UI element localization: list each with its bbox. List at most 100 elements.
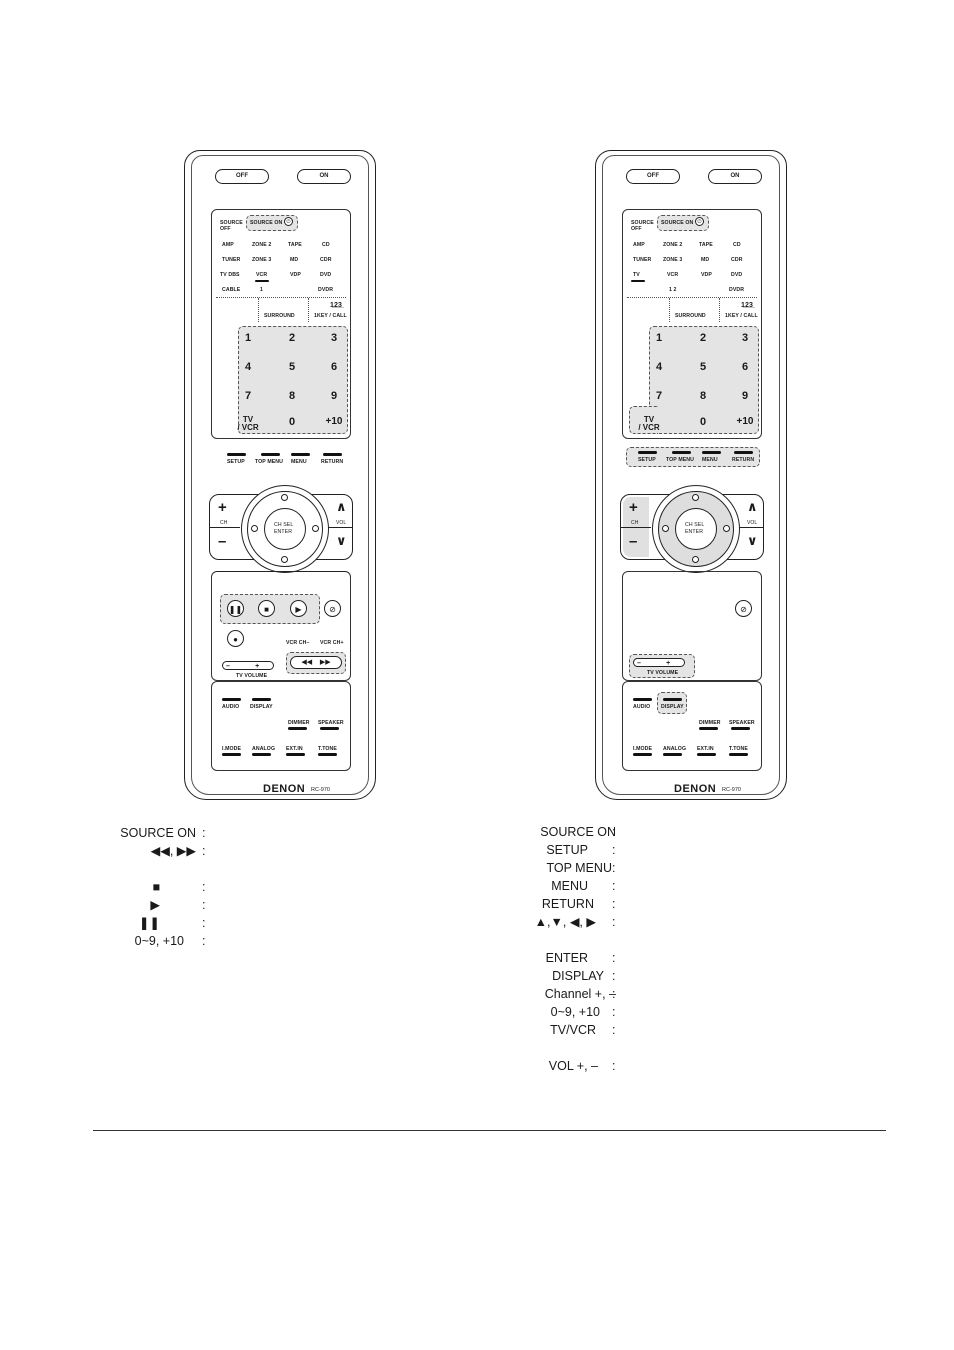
rewind-ffwd-button[interactable]: ◀◀ ▶▶ (290, 656, 342, 669)
up-arrow-dot[interactable] (281, 494, 288, 501)
digit-8-button[interactable]: 8 (699, 390, 707, 402)
digit-5-button[interactable]: 5 (288, 361, 296, 373)
volume-up-button[interactable]: ∧ (747, 499, 758, 514)
off-button[interactable]: OFF (215, 169, 269, 184)
source-amp[interactable]: AMP (633, 242, 645, 248)
onekey-call-button[interactable]: 1KEY / CALL (725, 313, 758, 319)
digit-4-button[interactable]: 4 (244, 361, 252, 373)
speaker-button[interactable]: SPEAKER (318, 720, 344, 726)
t-tone-button[interactable]: T.TONE (318, 746, 337, 752)
digit-6-button[interactable]: 6 (741, 361, 749, 373)
volume-down-button[interactable]: ∨ (336, 533, 347, 548)
source-cdr[interactable]: CDR (320, 257, 332, 263)
channel-plus-button[interactable]: + (218, 499, 227, 516)
digit-2-button[interactable]: 2 (288, 332, 296, 344)
digit-9-button[interactable]: 9 (330, 390, 338, 402)
speaker-button[interactable]: SPEAKER (729, 720, 755, 726)
source-tuner[interactable]: TUNER (222, 257, 241, 263)
analog-button[interactable]: ANALOG (252, 746, 276, 752)
source-vdp[interactable]: VDP (701, 272, 712, 278)
digit-0-button[interactable]: 0 (288, 416, 296, 428)
source-cd[interactable]: CD (733, 242, 741, 248)
plus-10-button[interactable]: +10 (736, 416, 754, 427)
ext-in-button[interactable]: EXT.IN (286, 746, 303, 752)
source-zone3[interactable]: ZONE 3 (252, 257, 272, 263)
digit-7-button[interactable]: 7 (655, 390, 663, 402)
i-mode-button[interactable]: I.MODE (633, 746, 653, 752)
top-menu-button[interactable]: TOP MENU (666, 457, 694, 463)
tv-volume-bar[interactable]: – + (633, 658, 685, 667)
source-md[interactable]: MD (701, 257, 710, 263)
digit-1-button[interactable]: 1 (244, 332, 252, 344)
source-vdp[interactable]: VDP (290, 272, 301, 278)
digit-1-button[interactable]: 1 (655, 332, 663, 344)
analog-button[interactable]: ANALOG (663, 746, 687, 752)
ext-in-button[interactable]: EXT.IN (697, 746, 714, 752)
menu-button[interactable]: MENU (702, 457, 718, 463)
return-button[interactable]: RETURN (732, 457, 755, 463)
setup-button[interactable]: SETUP (638, 457, 656, 463)
i-mode-button[interactable]: I.MODE (222, 746, 242, 752)
digit-4-button[interactable]: 4 (655, 361, 663, 373)
source-md[interactable]: MD (290, 257, 299, 263)
source-cd[interactable]: CD (322, 242, 330, 248)
tv-vcr-button[interactable]: TV / VCR (237, 415, 259, 432)
left-arrow-dot[interactable] (251, 525, 258, 532)
source-dvdr[interactable]: DVDR (729, 287, 745, 293)
source-on-button[interactable]: SOURCE ON (250, 220, 283, 226)
source-slot-1[interactable]: 1 (260, 287, 263, 293)
channel-minus-button[interactable]: – (218, 533, 227, 550)
display-button[interactable]: DISPLAY (250, 704, 273, 710)
mute-icon[interactable]: ⊘ (324, 600, 341, 617)
digit-3-button[interactable]: 3 (741, 332, 749, 344)
digit-8-button[interactable]: 8 (288, 390, 296, 402)
stop-icon[interactable]: ■ (258, 600, 275, 617)
digit-6-button[interactable]: 6 (330, 361, 338, 373)
tv-volume-bar[interactable]: – + (222, 661, 274, 670)
source-zone2[interactable]: ZONE 2 (663, 242, 683, 248)
t-tone-button[interactable]: T.TONE (729, 746, 748, 752)
source-vcr[interactable]: VCR (667, 272, 679, 278)
plus-10-button[interactable]: +10 (325, 416, 343, 427)
audio-button[interactable]: AUDIO (633, 704, 651, 710)
source-zone2[interactable]: ZONE 2 (252, 242, 272, 248)
setup-button[interactable]: SETUP (227, 459, 245, 465)
source-tape[interactable]: TAPE (288, 242, 302, 248)
right-arrow-dot[interactable] (723, 525, 730, 532)
dimmer-button[interactable]: DIMMER (699, 720, 721, 726)
right-arrow-dot[interactable] (312, 525, 319, 532)
off-button[interactable]: OFF (626, 169, 680, 184)
digit-9-button[interactable]: 9 (741, 390, 749, 402)
volume-up-button[interactable]: ∧ (336, 499, 347, 514)
return-button[interactable]: RETURN (321, 459, 344, 465)
surround-button[interactable]: SURROUND (675, 313, 706, 319)
on-button[interactable]: ON (708, 169, 762, 184)
ch-sel-enter-button[interactable] (675, 508, 717, 550)
down-arrow-dot[interactable] (281, 556, 288, 563)
menu-button[interactable]: MENU (291, 459, 307, 465)
audio-button[interactable]: AUDIO (222, 704, 240, 710)
source-dvd[interactable]: DVD (731, 272, 743, 278)
tv-vcr-button[interactable]: TV / VCR (638, 415, 660, 432)
source-slot-1-2[interactable]: 1 2 (669, 287, 677, 293)
up-arrow-dot[interactable] (692, 494, 699, 501)
onekey-call-button[interactable]: 1KEY / CALL (314, 313, 347, 319)
digit-3-button[interactable]: 3 (330, 332, 338, 344)
digit-7-button[interactable]: 7 (244, 390, 252, 402)
digit-0-button[interactable]: 0 (699, 416, 707, 428)
source-dvd[interactable]: DVD (320, 272, 332, 278)
channel-plus-button[interactable]: + (629, 499, 638, 516)
source-tv-dbs[interactable]: TV DBS (220, 272, 240, 278)
digit-5-button[interactable]: 5 (699, 361, 707, 373)
down-arrow-dot[interactable] (692, 556, 699, 563)
source-tape[interactable]: TAPE (699, 242, 713, 248)
volume-down-button[interactable]: ∨ (747, 533, 758, 548)
channel-minus-button[interactable]: – (629, 533, 638, 550)
on-button[interactable]: ON (297, 169, 351, 184)
source-tuner[interactable]: TUNER (633, 257, 652, 263)
surround-button[interactable]: SURROUND (264, 313, 295, 319)
record-icon[interactable]: ● (227, 630, 244, 647)
source-cdr[interactable]: CDR (731, 257, 743, 263)
source-dvdr[interactable]: DVDR (318, 287, 334, 293)
display-button[interactable]: DISPLAY (661, 704, 684, 710)
